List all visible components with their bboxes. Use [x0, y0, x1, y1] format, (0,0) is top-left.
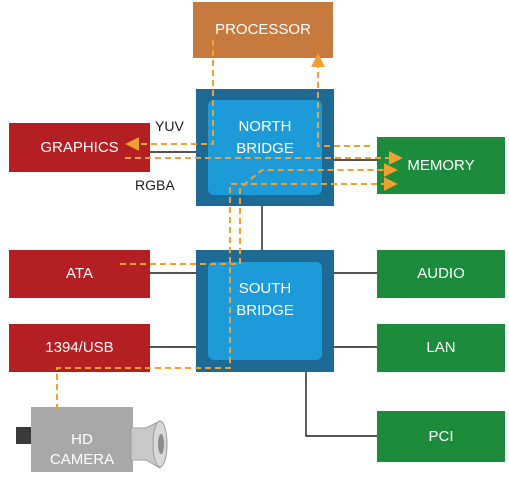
memory-label: MEMORY — [407, 156, 475, 174]
yuv-label: YUV — [155, 118, 184, 134]
ata-label: ATA — [66, 265, 93, 282]
north-bridge-label-1: NORTH — [238, 118, 292, 135]
north-bridge-label-2: BRIDGE — [236, 140, 294, 157]
audio-label: AUDIO — [417, 265, 465, 282]
camera-label-1: HD — [71, 431, 93, 448]
south-bridge-node[interactable]: SOUTH BRIDGE — [208, 262, 322, 360]
rgba-label: RGBA — [135, 177, 175, 193]
camera-label-2: CAMERA — [49, 451, 115, 468]
usb-label: 1394/USB — [45, 339, 114, 356]
memory-node[interactable]: MEMORY — [377, 137, 505, 194]
ata-node[interactable]: ATA — [9, 250, 150, 298]
camera-label: HD CAMERA — [33, 430, 131, 470]
processor-node[interactable]: PROCESSOR — [193, 2, 333, 58]
north-bridge-node[interactable]: NORTH BRIDGE — [208, 100, 322, 195]
pci-node[interactable]: PCI — [377, 411, 505, 462]
graphics-label: GRAPHICS — [40, 138, 119, 156]
pci-label: PCI — [428, 427, 454, 445]
south-bridge-label-2: BRIDGE — [236, 302, 294, 319]
bus-south-pci — [305, 372, 378, 437]
lan-node[interactable]: LAN — [377, 324, 505, 372]
processor-label: PROCESSOR — [215, 21, 311, 38]
audio-node[interactable]: AUDIO — [377, 250, 505, 298]
lan-label: LAN — [426, 339, 456, 356]
graphics-node[interactable]: GRAPHICS — [9, 123, 150, 172]
usb-node[interactable]: 1394/USB — [9, 324, 150, 372]
south-bridge-label-1: SOUTH — [238, 280, 292, 297]
